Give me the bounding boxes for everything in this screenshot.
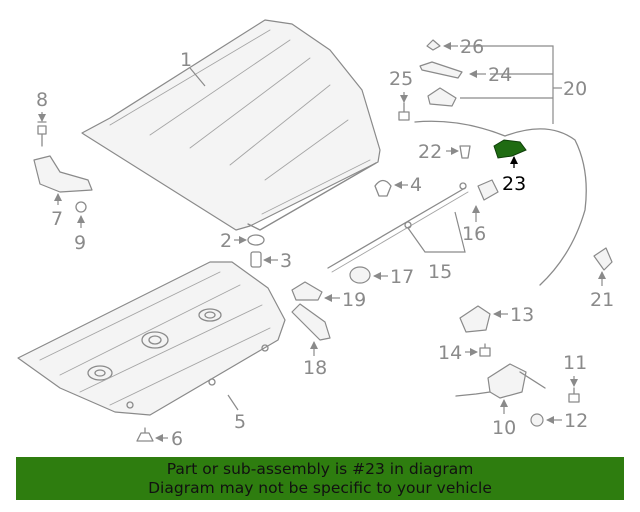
callout-leader-1 bbox=[189, 67, 206, 87]
callout-21: 21 bbox=[590, 289, 614, 311]
washer-2 bbox=[247, 234, 265, 246]
clip-24 bbox=[419, 61, 463, 79]
callout-19: 19 bbox=[342, 289, 366, 311]
callout-18: 18 bbox=[303, 357, 327, 379]
callout-15: 15 bbox=[428, 261, 452, 283]
prop-rod-15 bbox=[327, 182, 469, 273]
callout-23: 23 bbox=[502, 173, 526, 195]
callout-1: 1 bbox=[180, 49, 192, 71]
banner-line-1: Part or sub-assembly is #23 in diagram bbox=[166, 460, 474, 478]
bumper-4 bbox=[374, 179, 392, 197]
grommet-22 bbox=[459, 145, 471, 159]
callout-3: 3 bbox=[280, 250, 292, 272]
callout-10: 10 bbox=[492, 417, 516, 439]
hood-hinge-7 bbox=[33, 155, 93, 193]
parts-diagram: 1 5 6 8 7 9 2 3 4 bbox=[17, 19, 614, 450]
callout-16: 16 bbox=[462, 223, 486, 245]
callout-20: 20 bbox=[563, 78, 587, 100]
bumper-3 bbox=[250, 251, 262, 268]
bracket-19 bbox=[291, 281, 323, 301]
bracket-18 bbox=[291, 303, 331, 341]
info-banner: Part or sub-assembly is #23 in diagram D… bbox=[16, 457, 624, 500]
hood-panel bbox=[81, 19, 381, 231]
cable-bracket bbox=[427, 87, 457, 107]
callout-4: 4 bbox=[410, 174, 422, 196]
callout-13: 13 bbox=[510, 304, 534, 326]
grommet-17 bbox=[349, 266, 371, 284]
nut-9 bbox=[75, 201, 87, 213]
callout-2: 2 bbox=[220, 230, 232, 252]
hood-latch-10 bbox=[455, 363, 546, 399]
cable-clip-21 bbox=[593, 247, 613, 271]
callout-25: 25 bbox=[389, 68, 413, 90]
clip-6 bbox=[136, 427, 154, 442]
bolt-11 bbox=[568, 387, 580, 403]
callout-leader-5 bbox=[227, 394, 239, 411]
callout-5: 5 bbox=[234, 411, 246, 433]
banner-line-2: Diagram may not be specific to your vehi… bbox=[148, 479, 492, 497]
callout-9: 9 bbox=[74, 232, 86, 254]
release-handle-23[interactable] bbox=[493, 139, 527, 159]
callout-11: 11 bbox=[563, 352, 587, 374]
release-cable-20 bbox=[414, 120, 587, 286]
latch-support-13 bbox=[459, 305, 491, 333]
callout-6: 6 bbox=[171, 428, 183, 450]
nut-26 bbox=[426, 39, 441, 51]
callout-17: 17 bbox=[390, 266, 414, 288]
callout-8: 8 bbox=[36, 89, 48, 111]
callout-22: 22 bbox=[418, 141, 442, 163]
callout-24: 24 bbox=[488, 64, 512, 86]
hood-insulator bbox=[17, 261, 286, 416]
bolt-14 bbox=[479, 343, 491, 357]
bolt-25 bbox=[398, 102, 410, 121]
callout-26: 26 bbox=[460, 36, 484, 58]
bolt-8 bbox=[37, 121, 47, 147]
callout-12: 12 bbox=[564, 410, 588, 432]
nut-12 bbox=[530, 413, 544, 427]
callout-14: 14 bbox=[438, 342, 462, 364]
callout-7: 7 bbox=[51, 208, 63, 230]
rod-holder-16 bbox=[477, 179, 499, 201]
